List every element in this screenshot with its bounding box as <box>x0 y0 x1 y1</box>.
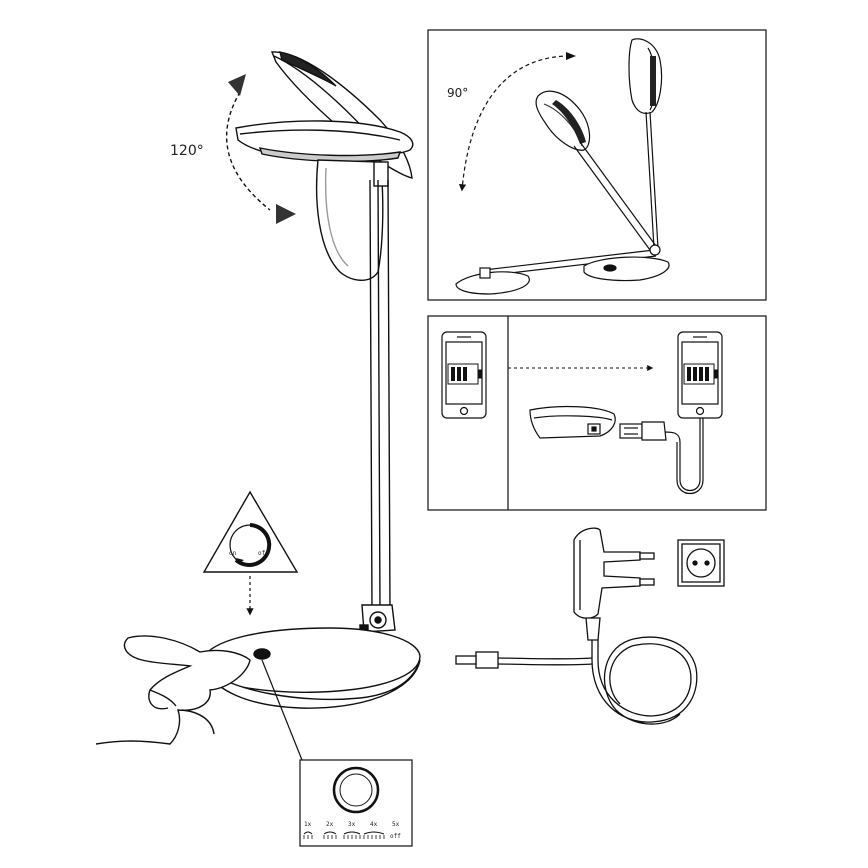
lamp-stem <box>369 179 391 611</box>
head-rotation-label: 120° <box>170 143 204 159</box>
brightness-glyph-2 <box>323 831 337 835</box>
brightness-level-3: 3x <box>348 821 356 828</box>
brightness-glyph-4 <box>363 831 385 835</box>
brightness-level-1: 1x <box>304 821 312 828</box>
head-rotation-indicator: 120° <box>170 74 296 224</box>
brightness-off-label: off <box>390 833 401 840</box>
folded-head-vertical <box>628 38 663 115</box>
usb-plug-icon <box>619 421 667 441</box>
lamp-base <box>201 627 421 693</box>
brightness-pointer-line <box>261 659 303 761</box>
brightness-level-4: 4x <box>370 821 378 828</box>
fold-rotation-label: 90° <box>447 86 468 100</box>
lamp-base-usb-port <box>529 405 616 439</box>
switch-on-label: on <box>229 550 237 557</box>
brightness-glyph-1 <box>303 831 313 835</box>
lamp-hinge <box>359 604 396 633</box>
brightness-panel: 1x 2x 3x 4x 5x off <box>299 759 413 847</box>
touch-button-icon <box>253 648 271 660</box>
fold-base-right <box>583 256 670 282</box>
fold-panel: 90° <box>427 29 767 301</box>
charging-panel <box>427 315 767 511</box>
lamp-shade <box>315 159 384 281</box>
touch-switch-callout: on off <box>202 490 299 616</box>
switch-off-label: off <box>258 550 269 557</box>
brightness-level-2: 2x <box>326 821 334 828</box>
hand-illustration <box>95 635 251 745</box>
brightness-level-5: 5x <box>392 821 400 828</box>
arrow-right-icon <box>566 52 576 60</box>
power-adapter-icon <box>455 527 698 725</box>
arrow-down-icon <box>276 204 296 224</box>
battery-full-icon <box>683 363 718 385</box>
main-lamp <box>201 51 421 709</box>
arrow-up-icon <box>228 74 246 96</box>
wall-socket-icon <box>677 539 725 587</box>
battery-icon <box>447 363 482 385</box>
brightness-glyph-3 <box>343 831 361 835</box>
